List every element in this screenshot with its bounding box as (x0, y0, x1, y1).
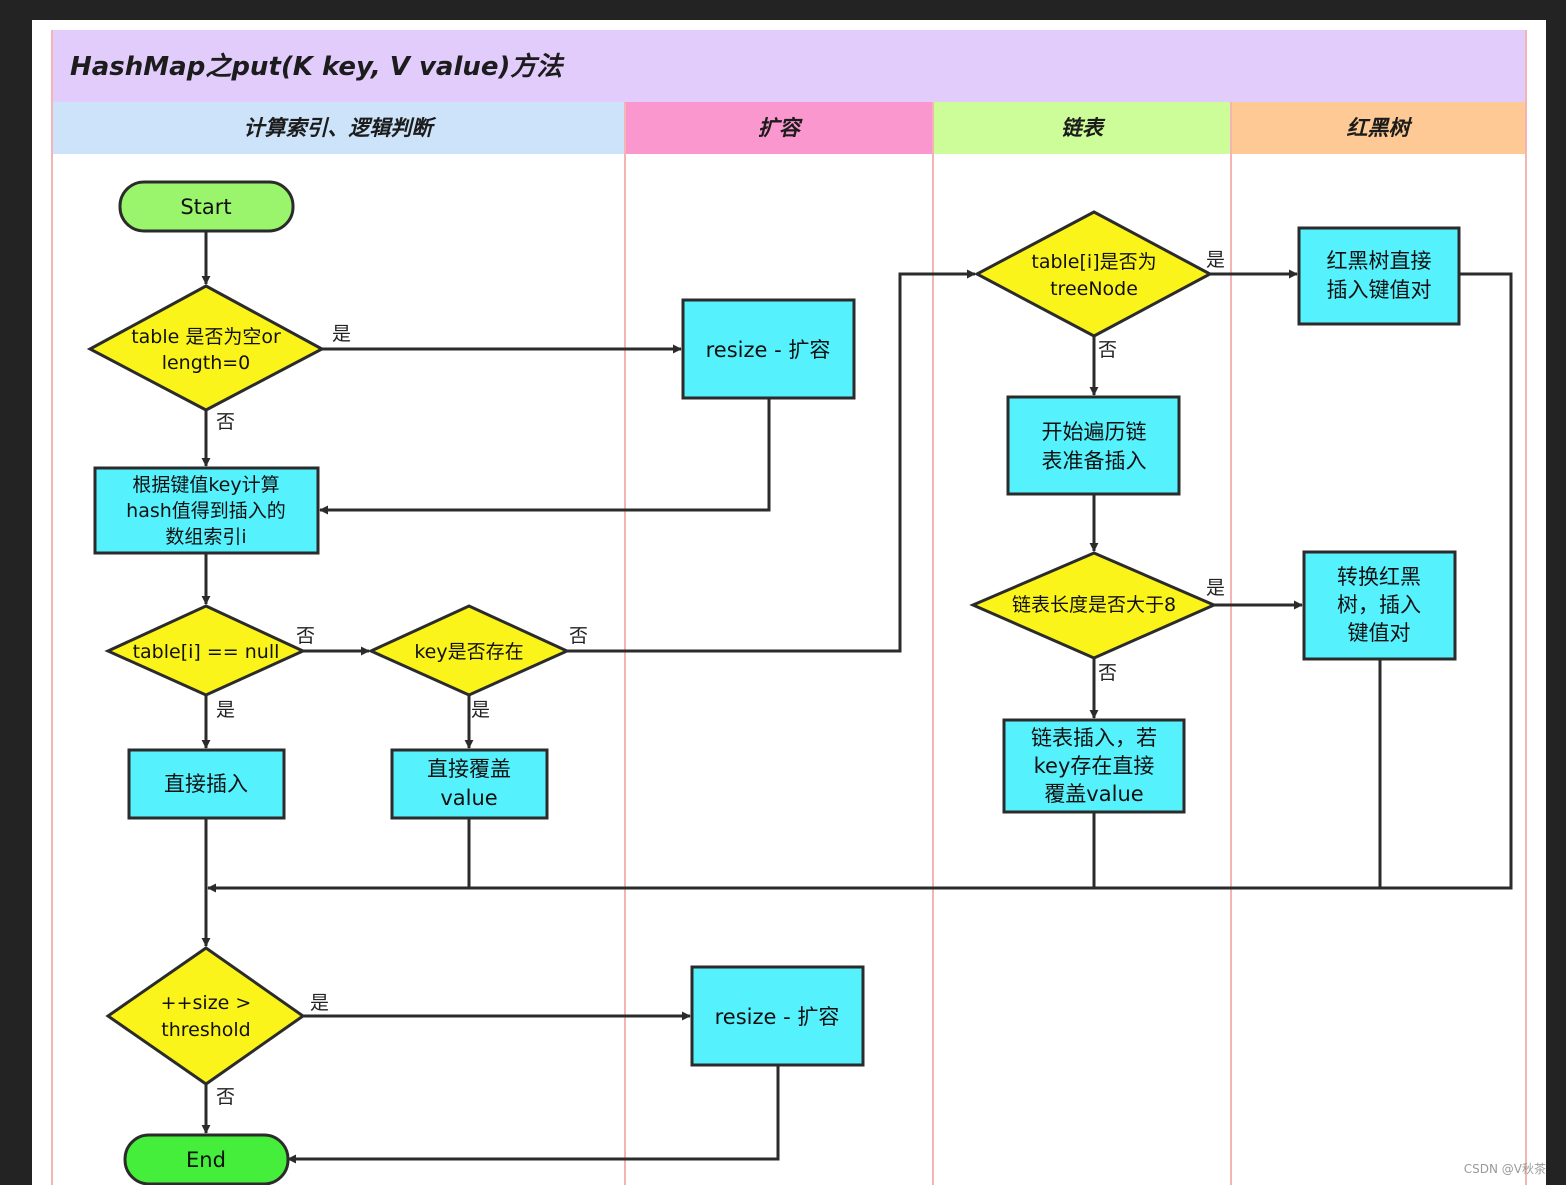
decision-table-empty (86, 284, 326, 412)
start-label: Start (180, 195, 231, 219)
process-resize-2 (690, 965, 865, 1067)
calc-index-line3: 数组索引i (165, 526, 246, 548)
traverse-line2: 表准备插入 (1042, 449, 1147, 473)
calc-index-line2: hash值得到插入的 (126, 500, 286, 522)
convert-line2: 树，插入 (1337, 593, 1421, 617)
list-length-label: 链表长度是否大于8 (1012, 594, 1176, 616)
lane-header-list (933, 102, 1231, 154)
resize-1-label: resize - 扩容 (706, 338, 831, 362)
decision-table-empty-line1: table 是否为空or (131, 326, 281, 348)
label-len-yes: 是 (1206, 577, 1225, 599)
lane-label-list: 链表 (1061, 116, 1106, 140)
lane-header-index (52, 102, 625, 154)
resize-2-label: resize - 扩容 (715, 1005, 840, 1029)
edge-rbtree-merge (207, 272, 1513, 893)
lane-label-rbtree: 红黑树 (1347, 116, 1413, 140)
process-rbtree-insert (1297, 226, 1461, 326)
convert-line1: 转换红黑 (1337, 565, 1421, 589)
size-check-line2: threshold (161, 1019, 250, 1041)
edges (201, 231, 1513, 1164)
list-insert-line1: 链表插入，若 (1031, 726, 1157, 750)
title-bar (52, 30, 1526, 102)
override-line2: value (440, 786, 497, 810)
edge-resize2-to-end (287, 1065, 780, 1164)
watermark: CSDN @V秋茶 (1463, 1162, 1546, 1176)
lane-label-resize: 扩容 (758, 116, 803, 140)
process-traverse-list (1006, 395, 1181, 496)
label-size-yes: 是 (310, 992, 329, 1014)
label-size-no: 否 (216, 1086, 235, 1108)
nodes (86, 180, 1461, 1185)
direct-insert-label: 直接插入 (164, 772, 248, 796)
decision-key-exists (367, 604, 571, 697)
rbtree-insert-line1: 红黑树直接 (1327, 249, 1432, 273)
process-direct-insert (127, 748, 286, 820)
size-check-line1: ++size > (161, 992, 252, 1014)
edge-resize-to-calc (319, 398, 771, 515)
process-direct-override (390, 748, 549, 820)
traverse-line1: 开始遍历链 (1042, 420, 1147, 444)
label-empty-no: 否 (216, 411, 235, 433)
label-treenode-yes: 是 (1206, 249, 1225, 271)
process-list-insert (1002, 718, 1186, 814)
list-insert-line2: key存在直接 (1034, 754, 1155, 778)
process-calc-index (93, 466, 320, 555)
lane-dividers (51, 30, 1527, 1185)
label-len-no: 否 (1098, 662, 1117, 684)
diagram-title: HashMap之put(K key, V value)方法 (70, 52, 565, 82)
calc-index-line1: 根据键值key计算 (132, 474, 279, 496)
label-empty-yes: 是 (332, 323, 351, 345)
treenode-line1: table[i]是否为 (1031, 251, 1156, 273)
decision-size-threshold (105, 946, 306, 1086)
treenode-line2: treeNode (1050, 278, 1138, 300)
label-treenode-no: 否 (1098, 339, 1117, 361)
label-null-no: 否 (296, 625, 315, 647)
edge-key-no-to-treenode (567, 269, 976, 653)
decision-list-length (969, 551, 1218, 660)
end-node (123, 1133, 290, 1185)
key-exists-label: key是否存在 (414, 641, 523, 663)
process-resize-1 (681, 298, 856, 400)
lane-header-resize (625, 102, 933, 154)
label-key-yes: 是 (471, 699, 490, 721)
rbtree-insert-line2: 插入键值对 (1327, 278, 1432, 302)
decision-table-empty-line2: length=0 (162, 352, 251, 374)
list-insert-line3: 覆盖value (1044, 782, 1143, 806)
label-key-no: 否 (569, 625, 588, 647)
start-node (118, 180, 295, 233)
process-convert-rbtree (1302, 550, 1457, 661)
override-line1: 直接覆盖 (427, 757, 511, 781)
null-check-label: table[i] == null (133, 641, 280, 663)
lane-label-index: 计算索引、逻辑判断 (244, 116, 437, 140)
decision-is-treenode (973, 210, 1214, 338)
lane-header-rbtree (1231, 102, 1526, 154)
label-null-yes: 是 (216, 699, 235, 721)
end-label: End (186, 1148, 226, 1172)
decision-table-i-null (104, 604, 307, 697)
convert-line3: 键值对 (1348, 621, 1411, 645)
